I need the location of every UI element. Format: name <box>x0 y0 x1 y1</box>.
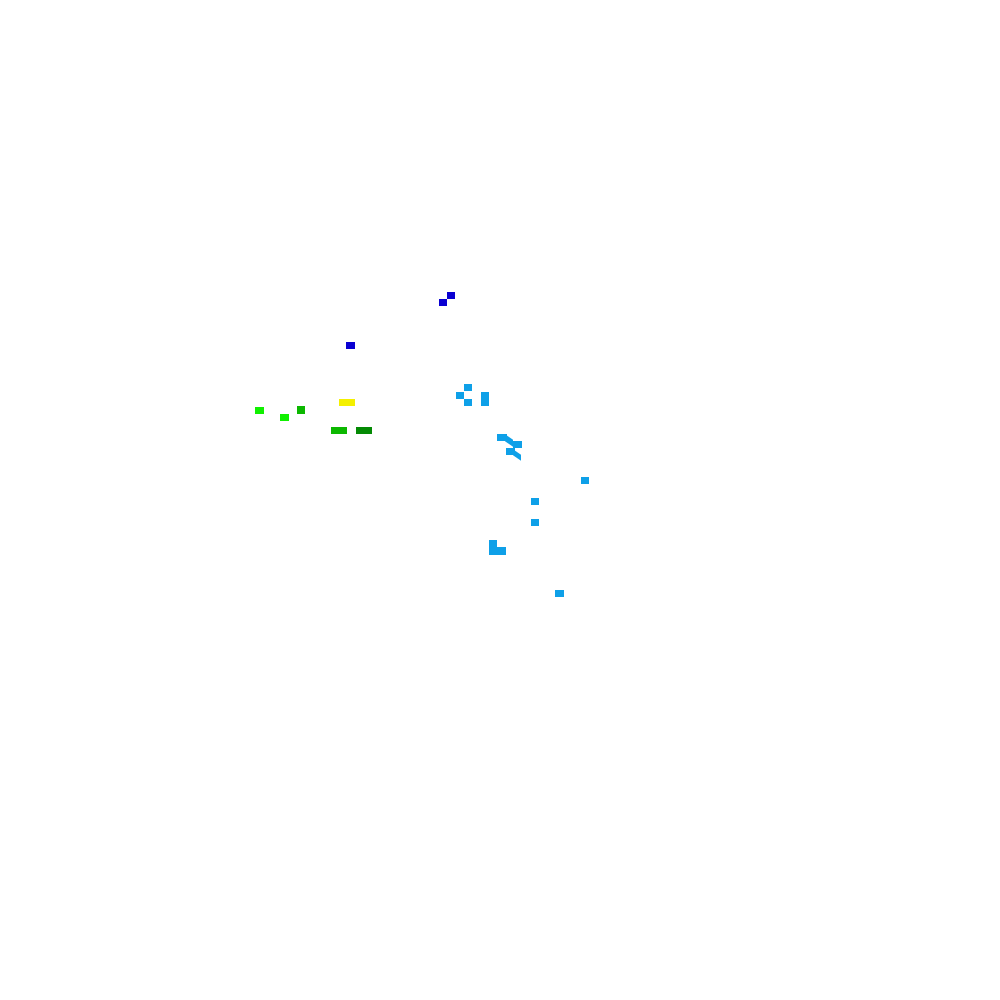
bright-green-mark <box>255 407 264 414</box>
sky-blue-mark <box>506 448 515 455</box>
sky-blue-mark <box>489 547 506 555</box>
sky-blue-mark <box>513 441 522 448</box>
sky-blue-mark <box>464 384 472 391</box>
sky-blue-mark <box>464 399 472 406</box>
sky-blue-mark <box>581 477 589 484</box>
sky-blue-mark <box>555 590 564 597</box>
green-mark <box>331 427 347 434</box>
dark-blue-mark <box>447 292 455 299</box>
sky-blue-mark <box>531 498 539 505</box>
sky-blue-mark <box>531 519 539 526</box>
sky-blue-mark <box>497 434 507 441</box>
sky-blue-mark <box>489 540 497 548</box>
sky-blue-mark <box>505 434 513 447</box>
dark-blue-mark <box>346 342 355 349</box>
sky-blue-mark <box>456 392 464 399</box>
dark-blue-mark <box>439 299 447 306</box>
dark-green-mark <box>356 427 372 434</box>
sky-blue-mark <box>481 392 489 406</box>
yellow-mark <box>339 399 355 406</box>
bright-green-mark <box>280 414 289 421</box>
green-mark <box>297 406 305 414</box>
sky-blue-mark <box>513 449 521 461</box>
